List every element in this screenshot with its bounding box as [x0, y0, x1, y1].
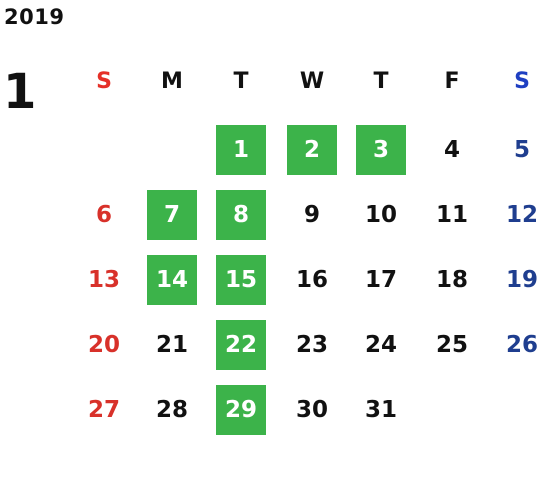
calendar-day-31[interactable]: 31 — [364, 397, 397, 423]
calendar-day-5[interactable]: 5 — [513, 137, 530, 163]
weekday-header-sun: S — [96, 69, 112, 94]
calendar-day-13[interactable]: 13 — [87, 267, 120, 293]
calendar-day-11[interactable]: 11 — [435, 202, 468, 228]
calendar-day-2[interactable]: 2 — [287, 125, 337, 175]
weekday-header-tue: T — [233, 69, 249, 94]
weekday-header-thu: T — [373, 69, 389, 94]
weekday-header-wed: W — [299, 69, 325, 94]
calendar-day-10[interactable]: 10 — [364, 202, 397, 228]
weekday-header-fri: F — [444, 69, 460, 94]
calendar-day-17[interactable]: 17 — [364, 267, 397, 293]
calendar-day-6[interactable]: 6 — [95, 202, 112, 228]
calendar-day-7[interactable]: 7 — [147, 190, 197, 240]
calendar-day-19[interactable]: 19 — [505, 267, 538, 293]
calendar-day-9[interactable]: 9 — [303, 202, 320, 228]
calendar-day-12[interactable]: 12 — [505, 202, 538, 228]
year-label: 2019 — [4, 5, 65, 29]
calendar-day-24[interactable]: 24 — [364, 332, 397, 358]
calendar-day-1[interactable]: 1 — [216, 125, 266, 175]
calendar-day-20[interactable]: 20 — [87, 332, 120, 358]
calendar-day-29[interactable]: 29 — [216, 385, 266, 435]
calendar-day-21[interactable]: 21 — [155, 332, 188, 358]
calendar-day-4[interactable]: 4 — [443, 137, 460, 163]
calendar-day-30[interactable]: 30 — [295, 397, 328, 423]
calendar-day-8[interactable]: 8 — [216, 190, 266, 240]
calendar-day-18[interactable]: 18 — [435, 267, 468, 293]
calendar-day-3[interactable]: 3 — [356, 125, 406, 175]
calendar-day-26[interactable]: 26 — [505, 332, 538, 358]
month-label: 1 — [3, 64, 37, 120]
weekday-header-mon: M — [161, 69, 183, 94]
weekday-header-sat: S — [514, 69, 530, 94]
calendar-day-15[interactable]: 15 — [216, 255, 266, 305]
calendar-day-22[interactable]: 22 — [216, 320, 266, 370]
calendar-day-14[interactable]: 14 — [147, 255, 197, 305]
calendar-day-28[interactable]: 28 — [155, 397, 188, 423]
calendar-day-16[interactable]: 16 — [295, 267, 328, 293]
calendar-day-25[interactable]: 25 — [435, 332, 468, 358]
calendar-day-23[interactable]: 23 — [295, 332, 328, 358]
calendar-day-27[interactable]: 27 — [87, 397, 120, 423]
